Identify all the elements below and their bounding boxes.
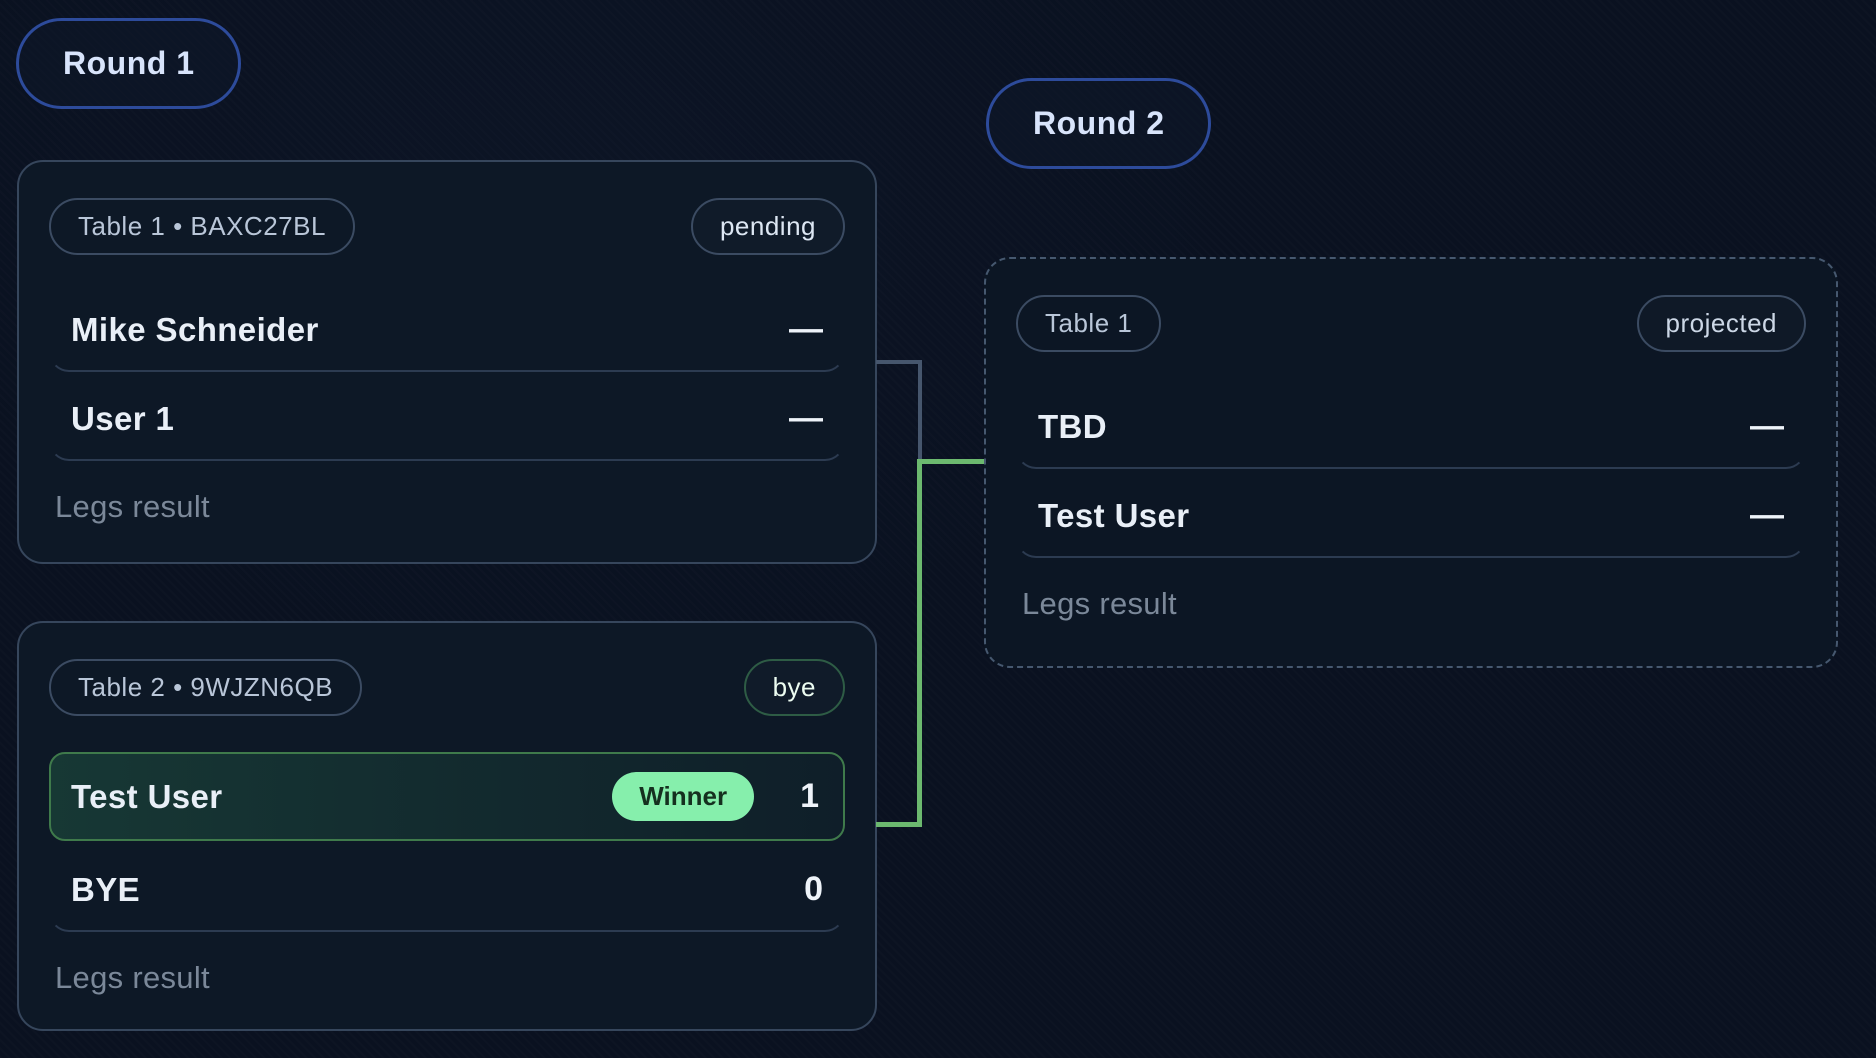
player-row-winner: Test User Winner 1 [49, 752, 845, 841]
legs-result-label: Legs result [55, 960, 210, 995]
player-score: — [1750, 407, 1784, 445]
player-name: User 1 [71, 399, 175, 437]
player-score: 0 [804, 870, 823, 908]
match-header: Table 2 • 9WJZN6QB bye [49, 659, 845, 716]
connector-match1-vertical [918, 360, 922, 462]
table-badge: Table 2 • 9WJZN6QB [49, 659, 363, 716]
connector-match2-horizontal [876, 822, 922, 827]
match-card-round1-match1[interactable]: Table 1 • BAXC27BL pending Mike Schneide… [17, 160, 877, 564]
player-name: Test User [71, 777, 223, 815]
player-row: Test User — [1016, 477, 1806, 558]
player-name: TBD [1038, 407, 1108, 445]
player-name: Mike Schneider [71, 310, 319, 348]
status-badge: projected [1636, 295, 1806, 352]
player-row: TBD — [1016, 388, 1806, 469]
match-header: Table 1 projected [1016, 295, 1806, 352]
match-card-round1-match2[interactable]: Table 2 • 9WJZN6QB bye Test User Winner … [17, 621, 877, 1031]
table-badge: Table 1 • BAXC27BL [49, 198, 355, 255]
legs-result-label: Legs result [55, 489, 210, 524]
player-score: — [1750, 496, 1784, 534]
player-row: User 1 — [49, 380, 845, 461]
player-score: 1 [800, 777, 819, 815]
player-name: BYE [71, 870, 141, 908]
round-1-badge: Round 1 [16, 18, 242, 109]
round-2-badge: Round 2 [986, 78, 1212, 169]
player-score: — [789, 399, 823, 437]
connector-winner-vertical [917, 459, 922, 827]
player-name: Test User [1038, 496, 1190, 534]
status-badge: pending [690, 198, 845, 255]
player-row-right: Winner 1 [612, 772, 819, 821]
table-badge: Table 1 [1016, 295, 1162, 352]
connector-winner-to-round2 [917, 459, 984, 464]
winner-badge: Winner [612, 772, 755, 821]
legs-result-label: Legs result [1022, 586, 1177, 621]
match-card-round2-match1[interactable]: Table 1 projected TBD — Test User — Legs… [984, 257, 1838, 668]
player-score: — [789, 310, 823, 348]
player-row: BYE 0 [49, 851, 845, 932]
match-header: Table 1 • BAXC27BL pending [49, 198, 845, 255]
connector-match1-horizontal [876, 360, 922, 364]
status-badge: bye [743, 659, 845, 716]
player-row: Mike Schneider — [49, 291, 845, 372]
